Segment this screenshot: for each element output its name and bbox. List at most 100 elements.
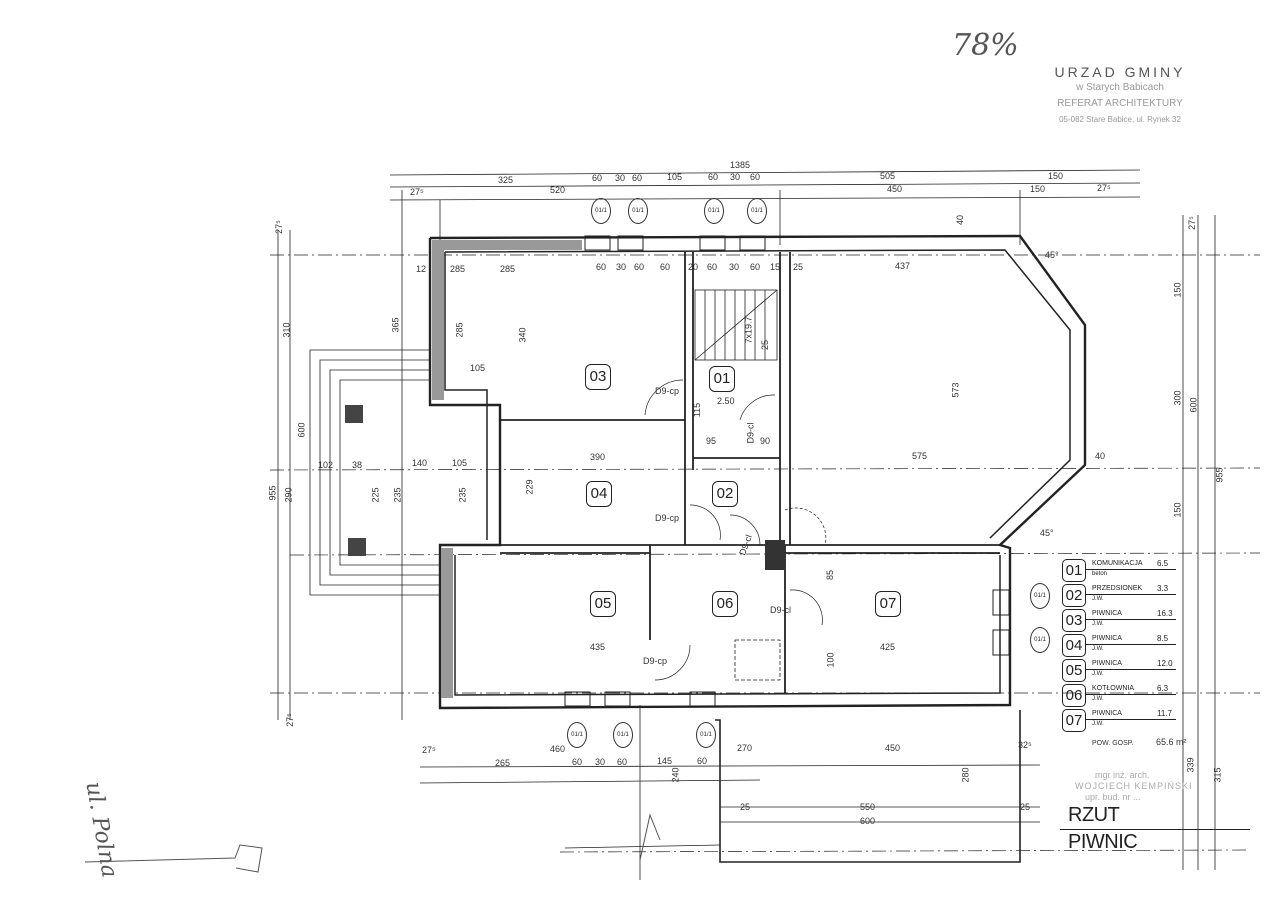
legend-room-name: PIWNICA bbox=[1092, 710, 1122, 717]
dimension-label: 425 bbox=[880, 642, 896, 652]
dimension-label: 27⁵ bbox=[273, 220, 284, 234]
terrace bbox=[309, 349, 440, 596]
dimension-label: 32⁵ bbox=[1018, 740, 1032, 750]
dimension-label: 12 bbox=[416, 264, 427, 274]
dimension-label: 25 bbox=[1020, 802, 1031, 812]
dimension-label: 325 bbox=[498, 175, 514, 185]
dimension-label: 505 bbox=[880, 171, 896, 181]
dimension-label: 45° bbox=[1040, 528, 1054, 538]
dimension-label: 460 bbox=[550, 744, 566, 754]
legend-room-name: PIWNICA bbox=[1092, 635, 1122, 642]
dimension-label: 150 bbox=[1172, 502, 1183, 518]
dimension-label: 60 bbox=[750, 262, 761, 272]
stairs bbox=[694, 289, 781, 681]
dimension-label: 390 bbox=[590, 452, 606, 462]
dimension-label: 102 bbox=[318, 460, 334, 470]
door-tag: D9-cp bbox=[655, 513, 680, 523]
dimension-label: 100 bbox=[825, 652, 836, 668]
dimension-label: 60 bbox=[750, 172, 761, 182]
legend-room-finish: beton bbox=[1092, 571, 1108, 577]
dimension-label: 955 bbox=[1214, 467, 1225, 483]
dimension-label: 265 bbox=[495, 758, 511, 768]
room-label-06: 06 bbox=[712, 591, 738, 617]
legend-room-name: KOMUNIKACJA bbox=[1092, 560, 1143, 567]
legend-room-number: 04 bbox=[1062, 634, 1086, 657]
stamp-line: REFERAT ARCHITEKTURY bbox=[1057, 98, 1183, 109]
door-tag: D9-cp bbox=[643, 656, 668, 666]
dimension-label: 1385 bbox=[730, 160, 751, 170]
dimension-label: 285 bbox=[500, 264, 516, 274]
dimension-label: 150 bbox=[1030, 184, 1046, 194]
dimension-label: 145 bbox=[657, 756, 673, 766]
dimension-label: 235 bbox=[457, 487, 468, 503]
dimension-label: 60 bbox=[592, 173, 603, 183]
dimension-label: 520 bbox=[550, 185, 566, 195]
handwritten-marks bbox=[84, 813, 661, 873]
room-label-03: 03 bbox=[585, 364, 611, 390]
dimension-label: 45° bbox=[1045, 250, 1059, 260]
dimension-label: 95 bbox=[706, 436, 717, 446]
legend-room-finish: J.W. bbox=[1092, 671, 1104, 677]
dimension-label: 30 bbox=[616, 262, 627, 272]
legend-room-area: 6.5 bbox=[1157, 559, 1169, 568]
dimension-label: 85 bbox=[825, 569, 836, 581]
dimension-label: 40 bbox=[1095, 451, 1106, 461]
dimension-label: 573 bbox=[950, 382, 961, 398]
stamp-line: w Starych Babicach bbox=[1076, 82, 1164, 93]
outer-walls bbox=[428, 234, 1087, 710]
window-tag: 01/1 bbox=[747, 198, 767, 224]
dimension-label: 40 bbox=[955, 214, 966, 226]
office-stamp: URZAD GMINY w Starych Babicach REFERAT A… bbox=[1030, 64, 1210, 128]
dimension-label: 280 bbox=[960, 767, 971, 783]
dimension-label: 60 bbox=[632, 173, 643, 183]
dimension-label: 60 bbox=[572, 757, 583, 767]
dimension-label: 450 bbox=[887, 184, 903, 194]
dimension-label: 225 bbox=[370, 487, 381, 503]
legend-room-finish: J.W. bbox=[1092, 646, 1104, 652]
designer-stamp-line: upr. bud. nr ... bbox=[1085, 792, 1141, 802]
dimension-label: 365 bbox=[390, 317, 401, 333]
legend-room-finish: J.W. bbox=[1092, 596, 1104, 602]
dimension-label: 435 bbox=[590, 642, 606, 652]
dimension-label: 60 bbox=[707, 262, 718, 272]
legend-room-name: PIWNICA bbox=[1092, 660, 1122, 667]
dimension-label: 285 bbox=[450, 264, 466, 274]
room-label-05: 05 bbox=[590, 591, 616, 617]
legend-room-number: 05 bbox=[1062, 659, 1086, 682]
stamp-line: URZAD GMINY bbox=[1054, 64, 1186, 80]
dimension-label: 229 bbox=[524, 479, 535, 495]
total-area-value: 65.6 m² bbox=[1156, 737, 1187, 747]
legend-room-area: 8.5 bbox=[1157, 634, 1169, 643]
dimension-label: 600 bbox=[296, 422, 307, 438]
window-tag: 01/1 bbox=[591, 198, 611, 224]
handwritten-percent: 78% bbox=[952, 28, 1019, 63]
dimension-label: 600 bbox=[1188, 397, 1199, 413]
dimension-label: 25 bbox=[793, 262, 804, 272]
total-area-label: POW. GOSP. bbox=[1092, 740, 1134, 747]
stamp-line: 05-082 Stare Babice, ul. Rynek 32 bbox=[1059, 115, 1181, 124]
dimension-label: 150 bbox=[1048, 171, 1064, 181]
dimension-label: 30 bbox=[730, 172, 741, 182]
legend-room-area: 16.3 bbox=[1157, 609, 1173, 618]
dimension-label: 105 bbox=[667, 172, 683, 182]
dimension-label: 575 bbox=[912, 451, 928, 461]
legend-room-name: PIWNICA bbox=[1092, 610, 1122, 617]
window-tag: 01/1 bbox=[628, 198, 648, 224]
dimension-label: 140 bbox=[412, 458, 428, 468]
door-tag: D9-cp bbox=[655, 386, 680, 396]
dimension-label: 105 bbox=[452, 458, 468, 468]
dimension-label: 437 bbox=[895, 261, 911, 271]
windows bbox=[564, 235, 1010, 707]
dimension-label: 270 bbox=[737, 743, 753, 753]
door-tag: D9-cl bbox=[770, 605, 792, 615]
dimension-label: 115 bbox=[692, 402, 703, 418]
dimension-label: 550 bbox=[860, 802, 876, 812]
dimension-label: 60 bbox=[634, 262, 645, 272]
dimension-label: 150 bbox=[1172, 282, 1183, 298]
wall-hatching bbox=[345, 240, 785, 698]
dimension-label: 2.50 bbox=[717, 396, 735, 406]
dimension-label: 300 bbox=[1172, 390, 1183, 406]
window-tag: 01/1 bbox=[704, 198, 724, 224]
dimension-label: 30 bbox=[595, 757, 606, 767]
